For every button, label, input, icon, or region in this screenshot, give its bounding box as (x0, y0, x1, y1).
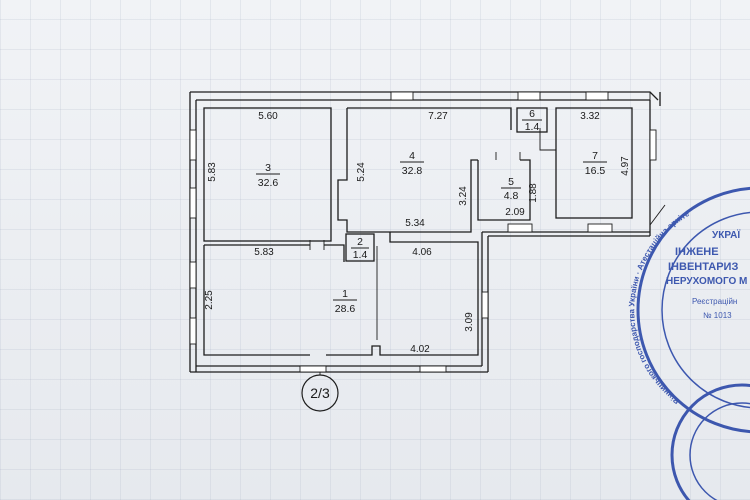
dim-r5-bottom: 2.09 (505, 207, 525, 218)
room-6-area: 1.4 (525, 121, 540, 133)
dim-r7-side: 4.97 (620, 156, 631, 176)
dim-r1-right: 3.09 (464, 312, 475, 332)
dim-r4-top: 7.27 (428, 111, 448, 122)
dim-r3-top: 5.60 (258, 111, 278, 122)
door-marks (309, 92, 666, 250)
room-7-number: 7 (592, 150, 598, 162)
dim-r5-side: 1.88 (528, 183, 539, 203)
stamp-line-1: УКРАЇ (712, 228, 740, 241)
room-labels: 3 32.6 4 32.8 6 1.4 5 4.8 7 16.5 2 1.4 1… (256, 108, 607, 315)
room-1-number: 1 (342, 288, 348, 300)
stamp-line-6: № 1013 (703, 311, 732, 320)
interior-walls (203, 107, 633, 356)
room-4-number: 4 (409, 150, 415, 162)
stamp-line-3: ІНВЕНТАРИЗ (668, 261, 738, 273)
room-6-number: 6 (529, 108, 535, 120)
windows (189, 91, 657, 373)
stamp-line-2: ІНЖЕНЕ (675, 246, 719, 258)
room-2-number: 2 (357, 236, 363, 248)
dim-r4-bottom: 5.34 (405, 218, 425, 229)
stamp-ring-text: Вінницького господарства України · Атест… (0, 0, 691, 406)
stamp-line-4: НЕРУХОМОГО М (666, 276, 747, 287)
sheet-label-text: 2/3 (310, 385, 330, 401)
dim-r4-side: 5.24 (356, 162, 367, 182)
dim-r3-side: 5.83 (207, 162, 218, 182)
dim-r1-top-right: 4.06 (412, 247, 432, 258)
sheet-label: 2/3 (301, 372, 339, 412)
dimension-labels: 5.60 5.83 7.27 5.24 3.24 5.34 3.32 4.97 … (204, 111, 631, 355)
room-1-area: 28.6 (335, 303, 356, 315)
room-2-area: 1.4 (353, 249, 368, 261)
dim-r1-bottom: 4.02 (410, 344, 430, 355)
dim-r1-side: 2.25 (204, 290, 215, 310)
room-7-area: 16.5 (585, 165, 606, 177)
room-4-area: 32.8 (402, 165, 423, 177)
dim-r1-top-left: 5.83 (254, 247, 274, 258)
room-3-number: 3 (265, 162, 271, 174)
dim-r4-right: 3.24 (458, 186, 469, 206)
room-5-number: 5 (508, 176, 514, 188)
stamp-line-5: Реєстраційн (692, 297, 737, 306)
dim-r7-top: 3.32 (580, 111, 600, 122)
room-3-area: 32.6 (258, 177, 279, 189)
room-5-area: 4.8 (504, 190, 519, 202)
